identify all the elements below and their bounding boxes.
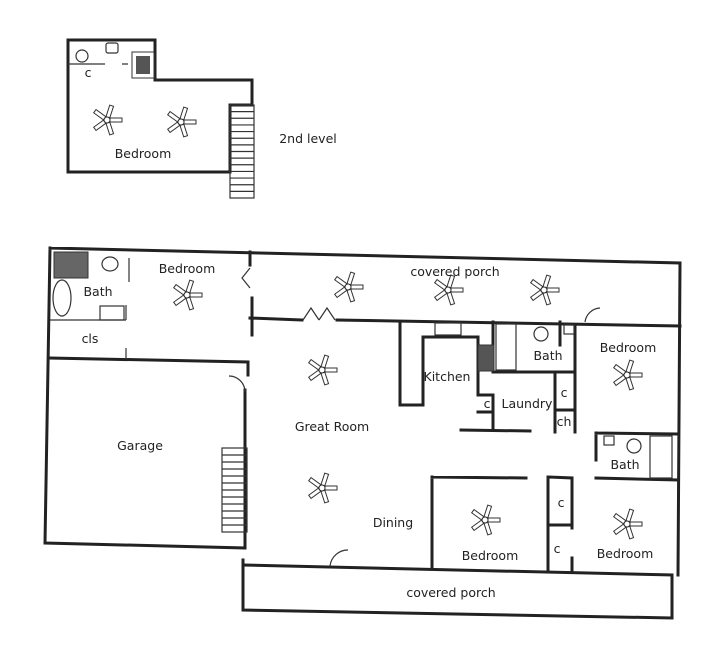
south-bedroom-walls — [430, 475, 574, 572]
level-title: 2nd level — [279, 131, 337, 146]
east-bath-walls — [573, 323, 680, 482]
kitchen-sink-icon — [434, 322, 462, 336]
front-porch-wall — [241, 563, 674, 577]
room-label-bath: Bath — [610, 457, 639, 472]
room-label-bedroom: Bedroom — [600, 340, 657, 355]
garage-north-wall — [48, 356, 250, 377]
room-label-laundry: Laundry — [502, 396, 554, 411]
ceiling-fan-icon — [613, 508, 643, 540]
front-door — [329, 549, 349, 567]
ceiling-fan-icon — [173, 279, 203, 311]
toilet-icon — [533, 326, 549, 342]
room-label-kitchen: Kitchen — [424, 369, 471, 384]
room-label-closet: cls — [82, 331, 99, 346]
bedroom-east-wall — [248, 250, 254, 337]
room-label-closet: c — [484, 396, 491, 411]
sink-icon — [603, 435, 615, 446]
bedroom-label: Bedroom — [115, 146, 172, 161]
sink-icon — [99, 305, 125, 321]
room-label-bath: Bath — [83, 284, 112, 299]
room-label-bath: Bath — [533, 348, 562, 363]
room-label-closet: c — [561, 385, 568, 400]
upper-shower-tile — [136, 56, 150, 74]
room-label-closet: c — [554, 541, 561, 556]
toilet-icon — [75, 49, 89, 63]
upper-level-plan: c Bedroom 2nd level — [66, 38, 337, 199]
room-label-bedroom: Bedroom — [462, 548, 519, 563]
ceiling-fan-icon — [434, 274, 464, 306]
ceiling-fan-icon — [167, 106, 197, 138]
ceiling-fan-icon — [308, 354, 338, 386]
bath-closet-wall — [50, 258, 130, 358]
room-label-garage: Garage — [117, 438, 163, 453]
room-label-porch: covered porch — [406, 585, 495, 600]
kitchen-walls — [398, 320, 495, 432]
french-door — [302, 306, 336, 321]
room-label-porch: covered porch — [410, 264, 499, 279]
stove-icon — [477, 344, 495, 372]
ceiling-fan-icon — [93, 104, 123, 136]
room-label-bedroom: Bedroom — [159, 261, 216, 276]
ceiling-fan-icon — [471, 504, 501, 536]
main-stairs — [221, 447, 248, 533]
bath-laundry-walls — [459, 320, 577, 433]
sink-icon — [563, 324, 575, 335]
garage-door — [228, 375, 246, 393]
tub-icon — [52, 279, 72, 317]
bathtub-icon — [495, 323, 517, 371]
main-level-plan: Bath Bedroom cls covered porch Garage Gr… — [43, 246, 682, 620]
bathtub-icon — [649, 435, 673, 479]
ceiling-fan-icon — [308, 472, 338, 504]
room-label-dining: Dining — [373, 515, 413, 530]
upper-stairs — [229, 104, 255, 199]
bedroom-door — [241, 267, 251, 289]
shower-icon — [53, 251, 89, 279]
room-label-closet-ch: ch — [557, 414, 572, 429]
porch-door — [584, 307, 601, 323]
toilet-icon — [626, 438, 642, 454]
room-label-great-room: Great Room — [295, 419, 369, 434]
closet-label: c — [85, 65, 92, 80]
ceiling-fan-icon — [530, 274, 560, 306]
ceiling-fan-icon — [613, 359, 643, 391]
room-label-bedroom: Bedroom — [597, 546, 654, 561]
toilet-icon — [101, 256, 119, 272]
sink-icon — [105, 42, 119, 54]
outer-wall — [43, 246, 682, 620]
room-label-closet: c — [558, 495, 565, 510]
back-porch-wall — [248, 316, 682, 328]
ceiling-fan-icon — [334, 271, 364, 303]
